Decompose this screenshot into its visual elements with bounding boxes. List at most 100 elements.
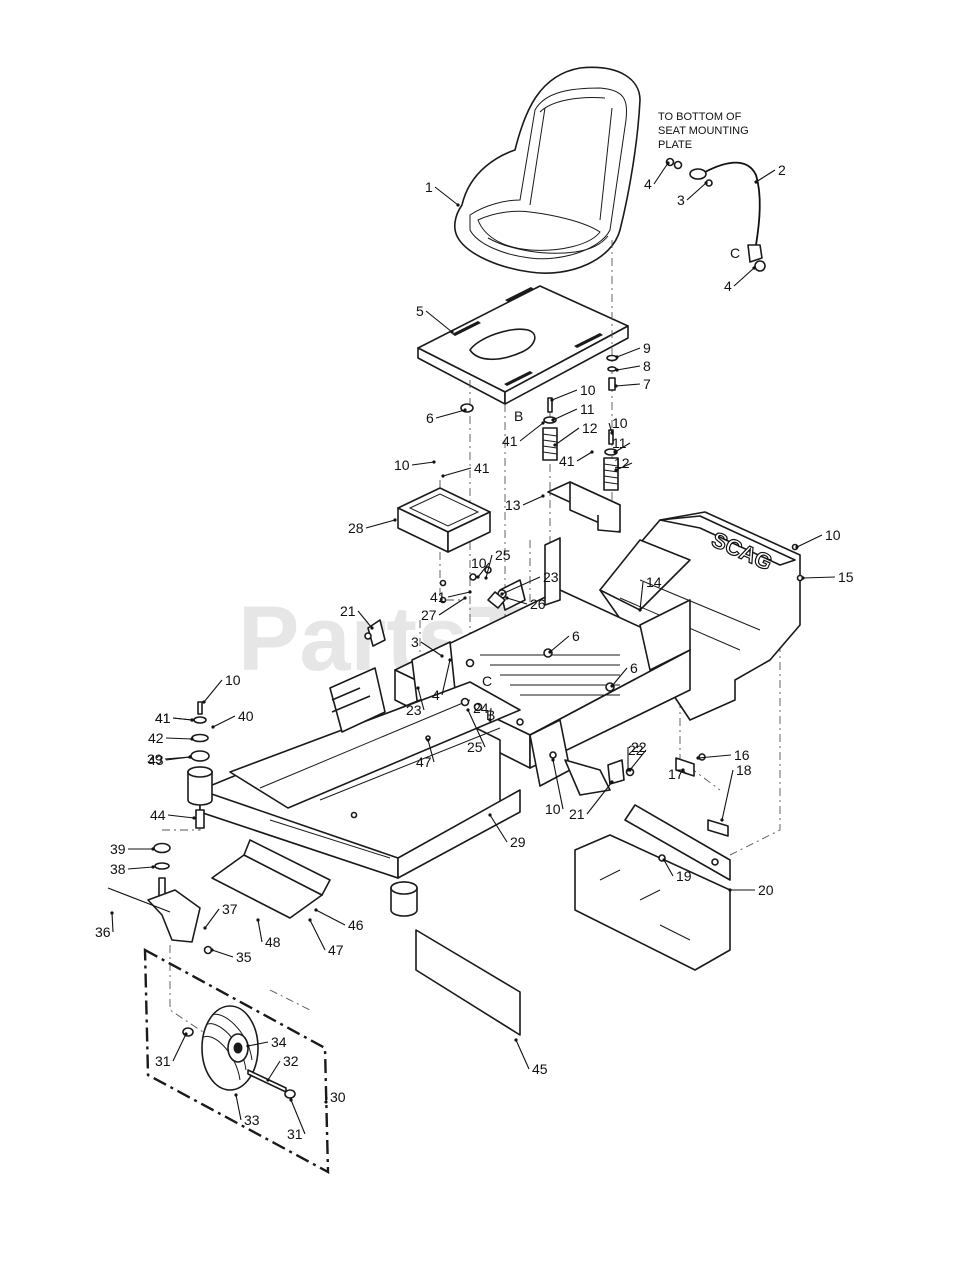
callout-11[interactable]: 11 [580, 401, 595, 417]
callout-21[interactable]: 21 [340, 603, 356, 619]
callout-27[interactable]: 27 [421, 607, 437, 623]
callout-6[interactable]: 6 [426, 410, 434, 426]
callout-21-alt[interactable]: 21 [569, 806, 585, 822]
callout-31-alt[interactable]: 31 [287, 1126, 303, 1142]
callout-41-alt-leader [447, 591, 471, 598]
callout-6-alt[interactable]: 6 [572, 628, 580, 644]
caster-fork[interactable] [107, 877, 213, 955]
callout-32[interactable]: 32 [283, 1053, 299, 1069]
seat[interactable] [453, 66, 641, 274]
callout-25[interactable]: 25 [495, 547, 511, 563]
callout-10-alt[interactable]: 10 [394, 457, 410, 473]
callout-45[interactable]: 45 [532, 1061, 548, 1077]
marker-b-upper: B [514, 408, 523, 424]
callout-12-alt[interactable]: 12 [614, 455, 630, 471]
callout-11-alt[interactable]: 11 [612, 435, 627, 451]
callout-23-alt[interactable]: 23 [406, 702, 422, 718]
pivot-tube-right[interactable] [390, 881, 418, 917]
pivot-tube-left[interactable] [187, 766, 213, 806]
callout-22[interactable]: 22 [631, 739, 647, 755]
callout-41-alt[interactable]: 41 [430, 589, 446, 605]
callout-8[interactable]: 8 [643, 358, 651, 374]
callout-4-alt[interactable]: 4 [724, 278, 732, 294]
callout-47[interactable]: 47 [328, 942, 344, 958]
callout-41[interactable]: 41 [155, 710, 171, 726]
callout-22-alt[interactable]: 22 [628, 742, 644, 758]
callout-41-alt[interactable]: 41 [155, 710, 171, 726]
callout-33[interactable]: 33 [244, 1112, 260, 1128]
callout-44[interactable]: 44 [150, 807, 166, 823]
callout-6-alt[interactable]: 6 [630, 660, 638, 676]
guard[interactable] [574, 804, 731, 971]
ground-cable[interactable] [689, 161, 766, 272]
callout-34[interactable]: 34 [271, 1034, 287, 1050]
rear-frame[interactable]: SCAG [599, 511, 801, 721]
callout-41-alt-arrowhead [468, 590, 472, 594]
callout-4-alt[interactable]: 4 [432, 687, 440, 703]
callout-37[interactable]: 37 [222, 901, 238, 917]
callout-39-alt[interactable]: 39 [147, 751, 163, 767]
callout-43[interactable]: 43 [148, 752, 164, 768]
callout-25-arrowhead [484, 576, 488, 580]
callout-41-alt[interactable]: 41 [474, 460, 490, 476]
callout-42[interactable]: 42 [148, 730, 164, 746]
callout-17[interactable]: 17 [668, 766, 684, 782]
callout-46[interactable]: 46 [348, 917, 364, 933]
callout-48[interactable]: 48 [265, 934, 281, 950]
front-cover[interactable]: SCAG [211, 839, 331, 919]
callout-30[interactable]: 30 [330, 1089, 346, 1105]
callout-28[interactable]: 28 [348, 520, 364, 536]
callout-41-alt[interactable]: 41 [502, 433, 518, 449]
callout-10-alt[interactable]: 10 [545, 801, 561, 817]
callout-12-arrowhead [553, 443, 557, 447]
callout-23[interactable]: 23 [543, 569, 559, 585]
callout-12[interactable]: 12 [582, 420, 598, 436]
tray[interactable] [397, 487, 491, 553]
callout-3-alt[interactable]: 3 [411, 634, 419, 650]
callout-38[interactable]: 38 [110, 861, 126, 877]
panel[interactable] [415, 929, 521, 1036]
callout-29-arrowhead [488, 813, 492, 817]
callout-24[interactable]: 24 [473, 700, 489, 716]
callout-3[interactable]: 3 [677, 192, 685, 208]
callout-6-alt-arrowhead [610, 684, 614, 688]
callout-2[interactable]: 2 [778, 162, 786, 178]
callout-29[interactable]: 29 [510, 834, 526, 850]
callout-40[interactable]: 40 [238, 708, 254, 724]
callout-5[interactable]: 5 [416, 303, 424, 319]
callout-14[interactable]: 14 [646, 574, 662, 590]
callout-36[interactable]: 36 [95, 924, 111, 940]
seat-mounting-plate[interactable] [417, 285, 629, 405]
callout-36-arrowhead [110, 911, 114, 915]
callout-1[interactable]: 1 [425, 179, 433, 195]
callout-10[interactable]: 10 [580, 382, 596, 398]
callout-31[interactable]: 31 [155, 1053, 171, 1069]
callout-4[interactable]: 4 [644, 176, 652, 192]
callout-10-alt[interactable]: 10 [825, 527, 841, 543]
callout-10-alt[interactable]: 10 [225, 672, 241, 688]
callout-9[interactable]: 9 [643, 340, 651, 356]
callout-16[interactable]: 16 [734, 747, 750, 763]
callout-10-alt[interactable]: 10 [612, 415, 628, 431]
callout-7[interactable]: 7 [643, 376, 651, 392]
callout-25-alt[interactable]: 25 [467, 739, 483, 755]
callout-21-alt-leader [586, 781, 613, 815]
callout-15[interactable]: 15 [838, 569, 854, 585]
callout-20[interactable]: 20 [758, 882, 774, 898]
callout-13[interactable]: 13 [505, 497, 521, 513]
callout-19[interactable]: 19 [676, 868, 692, 884]
callout-10-alt[interactable]: 10 [471, 555, 487, 571]
callout-18[interactable]: 18 [736, 762, 752, 778]
callout-47-alt[interactable]: 47 [416, 754, 432, 770]
callout-26[interactable]: 26 [530, 596, 546, 612]
callout-4-alt-leader [733, 267, 755, 287]
callout-41-alt-leader [519, 422, 544, 442]
callout-41-alt[interactable]: 41 [559, 453, 575, 469]
callout-35[interactable]: 35 [236, 949, 252, 965]
seat-bracket[interactable] [547, 481, 621, 533]
callout-12-alt-arrowhead [614, 468, 618, 472]
callout-10-alt-leader [203, 679, 223, 703]
callout-22-alt-arrowhead [628, 768, 632, 772]
spring-left[interactable] [542, 397, 558, 461]
callout-39[interactable]: 39 [110, 841, 126, 857]
